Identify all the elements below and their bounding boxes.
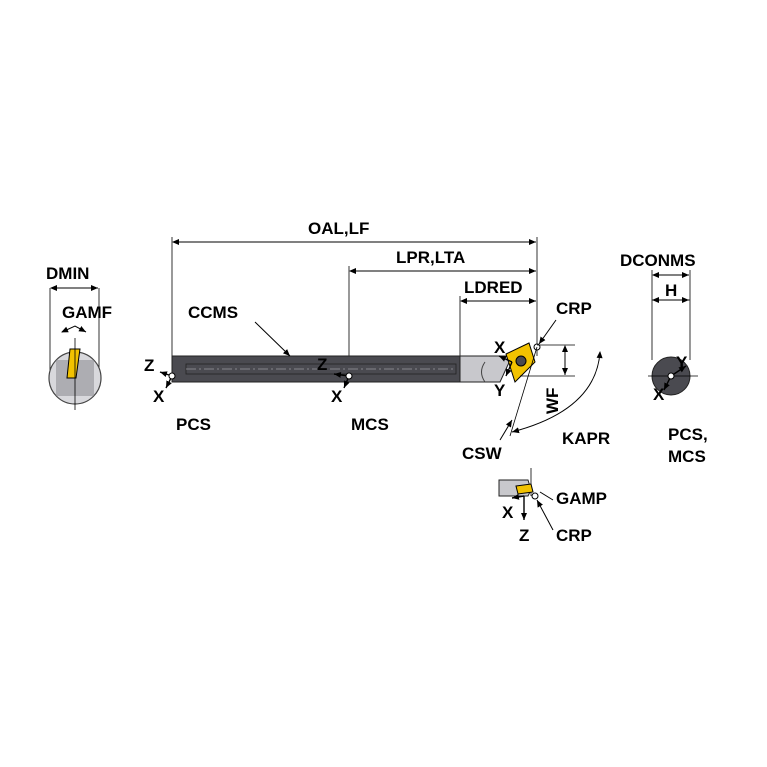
lpr-lta-label: LPR,LTA bbox=[396, 248, 465, 267]
kapr-label: KAPR bbox=[562, 429, 610, 448]
pcs-axes: Z X PCS bbox=[144, 356, 211, 434]
h-label: H bbox=[665, 281, 677, 300]
dconms-label: DCONMS bbox=[620, 251, 696, 270]
pcs-label: PCS bbox=[176, 415, 211, 434]
crp-bottom-label: CRP bbox=[556, 526, 592, 545]
oal-lf-label: OAL,LF bbox=[308, 219, 369, 238]
gamp-label: GAMP bbox=[556, 489, 607, 508]
side-x-axis-label: X bbox=[502, 503, 514, 522]
mcs-x-axis-label: X bbox=[331, 387, 343, 406]
crp-y-axis-label: Y bbox=[494, 381, 506, 400]
mcs-z-axis-label: Z bbox=[317, 355, 327, 374]
ldred-label: LDRED bbox=[464, 278, 523, 297]
csw-label: CSW bbox=[462, 444, 503, 463]
crp-top-label: CRP bbox=[556, 299, 592, 318]
boring-bar-body bbox=[171, 342, 541, 383]
mcs-label: MCS bbox=[351, 415, 389, 434]
wf-label: WF bbox=[543, 388, 562, 414]
side-view: X Z GAMP CRP bbox=[498, 468, 607, 545]
mcs-axes: Z X MCS bbox=[317, 355, 389, 434]
dmin-label: DMIN bbox=[46, 264, 89, 283]
crp-axes: X Y bbox=[494, 338, 513, 400]
ccms-label: CCMS bbox=[188, 303, 238, 322]
pcs-x-axis-label: X bbox=[153, 387, 165, 406]
overall-dimensions: OAL,LF LPR,LTA LDRED bbox=[171, 219, 538, 356]
right-end-view: DCONMS H Y X PCS, MCS bbox=[620, 251, 708, 466]
right-y-axis-label: Y bbox=[676, 353, 688, 372]
bar-head bbox=[459, 355, 513, 383]
side-z-axis-label: Z bbox=[519, 526, 529, 545]
pcs-mcs-label-line2: MCS bbox=[668, 447, 706, 466]
crp-x-axis-label: X bbox=[494, 338, 506, 357]
pcs-mcs-label-line1: PCS, bbox=[668, 425, 708, 444]
kapr-angle: KAPR bbox=[509, 346, 610, 448]
right-x-axis-label: X bbox=[653, 385, 665, 404]
side-view-insert-yellow bbox=[515, 483, 534, 495]
gamf-label: GAMF bbox=[62, 303, 112, 322]
left-end-view: DMIN GAMF bbox=[46, 264, 112, 410]
pcs-z-axis-label: Z bbox=[144, 356, 154, 375]
left-insert-yellow bbox=[66, 348, 81, 379]
kapr-angle-arc bbox=[511, 351, 603, 434]
gamf-angle-arc bbox=[61, 325, 87, 333]
